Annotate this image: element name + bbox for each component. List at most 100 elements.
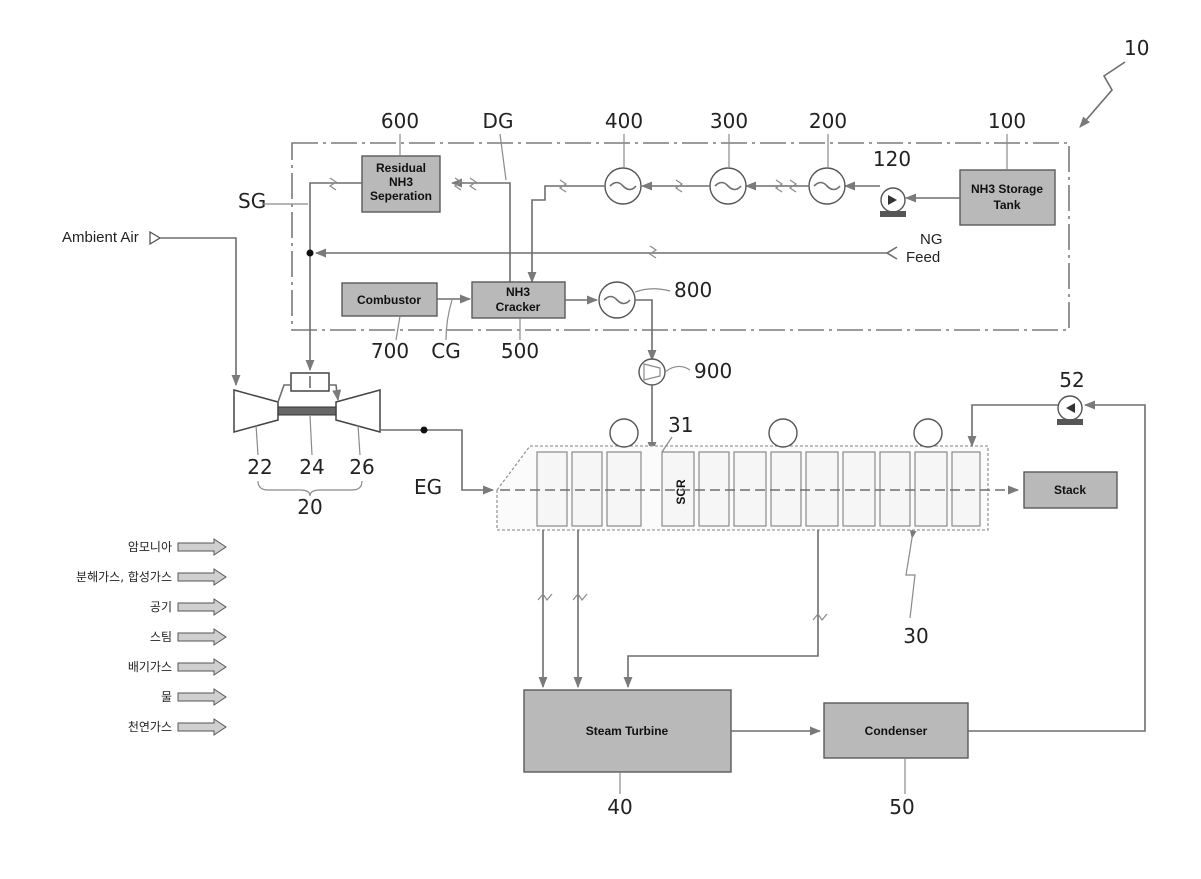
leader-26 — [358, 425, 360, 455]
legend-label-air: 공기 — [150, 600, 172, 614]
legend-arrow-natural-gas — [178, 719, 226, 735]
gt-shaft — [278, 407, 336, 415]
steam-drum-3 — [914, 419, 942, 447]
legend-label-steam: 스팀 — [150, 630, 172, 644]
legend-label-exhaust: 배기가스 — [128, 660, 172, 674]
hrsg-module-10 — [880, 452, 910, 526]
flow-mark — [650, 246, 656, 258]
leader-24 — [310, 416, 312, 455]
syngas-junction — [307, 250, 314, 257]
gt-comb-to-turbine — [329, 385, 338, 400]
label-800: 800 — [674, 278, 712, 302]
hrsg-module-9 — [843, 452, 875, 526]
label-500: 500 — [501, 339, 539, 363]
ng-feed-inlet-icon — [887, 247, 897, 259]
legend-arrow-ammonia — [178, 539, 226, 555]
separation-text-1: Residual — [376, 161, 426, 175]
legend-label-cracked-gas: 분해가스, 합성가스 — [76, 570, 172, 584]
gt-comp-to-comb — [278, 385, 291, 402]
label-900: 900 — [694, 359, 732, 383]
ambient-air-inlet-icon — [150, 232, 160, 244]
system-leader — [1080, 62, 1125, 127]
separation-text-2: NH3 — [389, 175, 413, 189]
leader-900 — [665, 366, 690, 372]
gt-brace — [258, 481, 362, 496]
leader-30 — [906, 538, 915, 618]
hrsg-module-1 — [537, 452, 567, 526]
leader-700 — [396, 316, 400, 340]
label-26: 26 — [349, 455, 374, 479]
leader-dg — [500, 134, 506, 180]
label-sg: SG — [238, 189, 266, 213]
leader-cg — [446, 300, 452, 340]
condensate-return-line — [968, 405, 1145, 731]
hrsg-module-8 — [806, 452, 838, 526]
steam-turbine-text: Steam Turbine — [586, 724, 669, 738]
legend-label-water: 물 — [161, 690, 172, 704]
scr-text: SCR — [674, 479, 688, 505]
legend-arrow-cracked-gas — [178, 569, 226, 585]
flow-mark — [330, 178, 336, 190]
syngas-line-sg — [310, 183, 362, 370]
leader-800 — [635, 289, 670, 292]
legend: 암모니아 분해가스, 합성가스 공기 스팀 배기가스 물 천연가스 — [76, 539, 226, 735]
ambient-air-line — [160, 238, 236, 385]
hrsg-module-2 — [572, 452, 602, 526]
legend-arrow-steam — [178, 629, 226, 645]
cracked-gas-line-dg — [452, 183, 510, 282]
steam-line-3 — [628, 530, 818, 687]
flow-mark — [573, 594, 587, 600]
hrsg-module-12 — [952, 452, 980, 526]
storage-text-1: NH3 Storage — [971, 182, 1043, 196]
label-dg: DG — [483, 109, 514, 133]
exhaust-junction — [421, 427, 428, 434]
label-31: 31 — [668, 413, 693, 437]
legend-label-natural-gas: 천연가스 — [128, 719, 172, 734]
label-22: 22 — [247, 455, 272, 479]
pump-52-base — [1057, 419, 1083, 425]
label-30: 30 — [903, 624, 928, 648]
ammonia-line-to-cracker — [532, 186, 605, 282]
label-eg: EG — [414, 475, 442, 499]
hrsg-module-5 — [699, 452, 729, 526]
label-700: 700 — [371, 339, 409, 363]
flow-mark — [455, 178, 461, 190]
feedwater-line — [972, 405, 1058, 446]
label-100: 100 — [988, 109, 1026, 133]
label-200: 200 — [809, 109, 847, 133]
label-300: 300 — [710, 109, 748, 133]
label-50: 50 — [889, 795, 914, 819]
flow-mark — [538, 594, 552, 600]
combustor-text: Combustor — [357, 293, 421, 307]
label-24: 24 — [299, 455, 324, 479]
cracker-text-2: Cracker — [496, 300, 541, 314]
legend-label-ammonia: 암모니아 — [128, 540, 172, 554]
steam-drum-1 — [610, 419, 638, 447]
label-system-10: 10 — [1124, 36, 1149, 60]
legend-arrow-exhaust — [178, 659, 226, 675]
leader-22 — [256, 425, 258, 455]
label-52: 52 — [1059, 368, 1084, 392]
label-120: 120 — [873, 147, 911, 171]
condenser-text: Condenser — [865, 724, 928, 738]
label-40: 40 — [607, 795, 632, 819]
separation-text-3: Seperation — [370, 189, 432, 203]
label-400: 400 — [605, 109, 643, 133]
label-ambient-air: Ambient Air — [62, 229, 139, 246]
storage-text-2: Tank — [993, 198, 1020, 212]
label-cg: CG — [431, 339, 460, 363]
hrsg-module-11 — [915, 452, 947, 526]
flow-mark — [470, 178, 476, 190]
compressor-900 — [639, 359, 665, 385]
pump-120-base — [880, 211, 906, 217]
hrsg-module-7 — [771, 452, 801, 526]
hrsg-module-3 — [607, 452, 641, 526]
label-600: 600 — [381, 109, 419, 133]
cracker-text-1: NH3 — [506, 285, 530, 299]
legend-arrow-air — [178, 599, 226, 615]
label-feed: Feed — [906, 249, 940, 266]
steam-drum-2 — [769, 419, 797, 447]
flow-mark — [813, 614, 827, 620]
legend-arrow-water — [178, 689, 226, 705]
